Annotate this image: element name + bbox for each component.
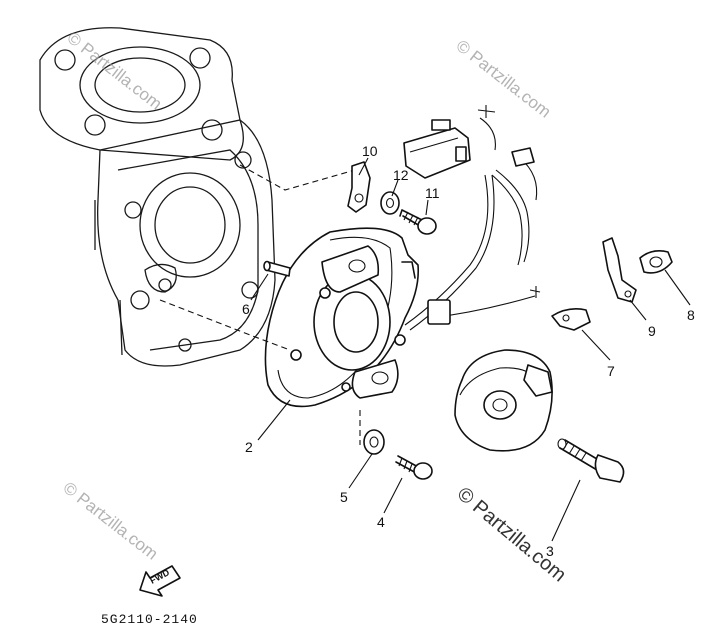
callout-12: 12 [393, 167, 409, 183]
rotor-flywheel [454, 349, 553, 452]
part-5-washer [363, 429, 385, 455]
callout-10: 10 [362, 143, 378, 159]
alignment-lines [159, 164, 361, 445]
part-4-screw [395, 455, 433, 480]
part-3-bolt [557, 438, 625, 483]
watermark-top-right: © Partzilla.com [453, 36, 555, 122]
part-6-dowel-pin [263, 260, 291, 277]
part-10-clamp [347, 161, 371, 213]
watermark-top-left: © Partzilla.com [64, 28, 166, 114]
callout-7: 7 [607, 363, 615, 379]
callout-6: 6 [242, 301, 250, 317]
engine-crankcase-outline [39, 27, 276, 367]
forward-arrow-icon: FWD [139, 565, 181, 597]
part-11-screw [399, 209, 437, 235]
watermark-bottom-left: © Partzilla.com [60, 478, 162, 564]
callout-leaders [250, 157, 691, 542]
callout-9: 9 [648, 323, 656, 339]
stator-base-plate [264, 227, 420, 408]
callout-3: 3 [546, 543, 554, 559]
callout-labels: 10 12 11 6 2 5 4 3 7 9 8 [242, 143, 695, 559]
part-8-clamp [639, 250, 673, 274]
part-7-clamp [551, 308, 591, 331]
part-9-bracket [602, 237, 637, 303]
callout-5: 5 [340, 489, 348, 505]
callout-2: 2 [245, 439, 253, 455]
part-code: 5G2110-2140 [101, 612, 198, 627]
callout-11: 11 [425, 185, 440, 201]
part-12-washer [380, 191, 400, 215]
callout-4: 4 [377, 514, 385, 530]
callout-8: 8 [687, 307, 695, 323]
wiring-harness [403, 105, 541, 331]
watermark-bottom-center: © Partzilla.com [453, 483, 570, 586]
